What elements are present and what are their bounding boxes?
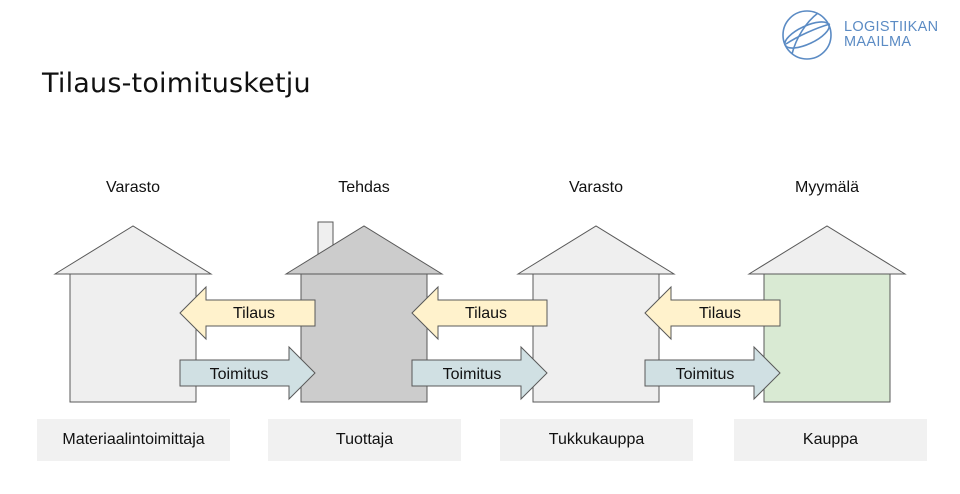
role-box-4: Kauppa	[734, 419, 927, 461]
building-3	[516, 225, 676, 403]
delivery-arrow-label: Toimitus	[676, 366, 735, 383]
building-label-3: Varasto	[569, 179, 623, 196]
building-label-4: Myymälä	[795, 179, 859, 196]
role-box-2: Tuottaja	[268, 419, 461, 461]
role-box-1: Materiaalintoimittaja	[37, 419, 230, 461]
building-label-2: Tehdas	[338, 179, 390, 196]
page-title: Tilaus-toimitusketju	[42, 68, 311, 99]
globe-icon	[782, 10, 832, 60]
role-box-3: Tukkukauppa	[500, 419, 693, 461]
building-1	[53, 225, 213, 403]
delivery-arrow-2: Toimitus	[411, 345, 548, 401]
logo-line-1: LOGISTIIKAN	[844, 19, 939, 35]
building-4	[747, 225, 907, 403]
building-label-1: Varasto	[106, 179, 160, 196]
delivery-arrow-label: Toimitus	[210, 366, 269, 383]
delivery-arrow-label: Toimitus	[443, 366, 502, 383]
order-arrow-label: Tilaus	[465, 305, 507, 322]
building-2	[284, 221, 444, 403]
logo-line-2: MAAILMA	[844, 34, 912, 50]
order-arrow-3: Tilaus	[644, 285, 781, 341]
delivery-arrow-1: Toimitus	[179, 345, 316, 401]
delivery-arrow-3: Toimitus	[644, 345, 781, 401]
order-arrow-1: Tilaus	[179, 285, 316, 341]
order-arrow-2: Tilaus	[411, 285, 548, 341]
order-arrow-label: Tilaus	[699, 305, 741, 322]
order-arrow-label: Tilaus	[233, 305, 275, 322]
logistiikan-maailma-logo: LOGISTIIKAN MAAILMA	[778, 8, 948, 64]
